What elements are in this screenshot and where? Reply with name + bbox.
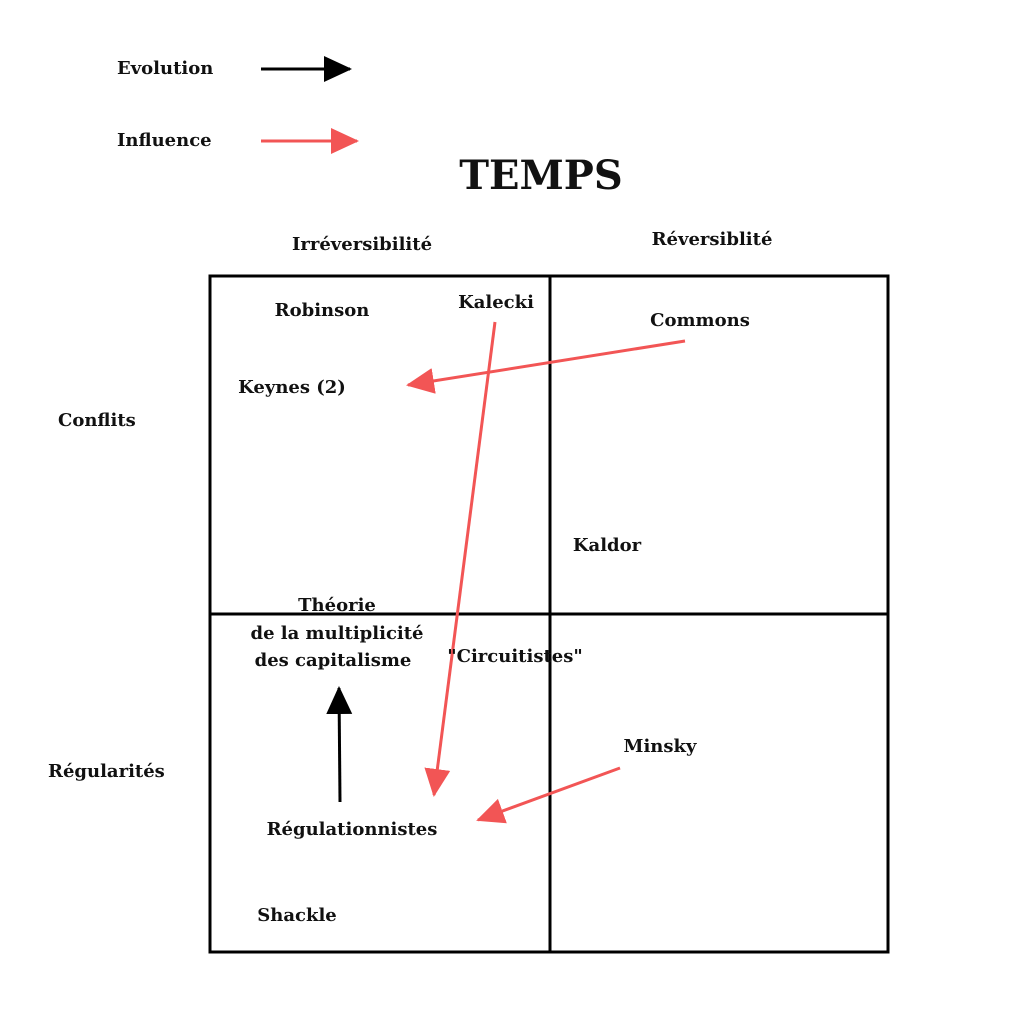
node-kaldor: Kaldor [572,535,642,556]
row-header-regularites: Régularités [48,761,165,782]
legend-influence-label: Influence [117,130,212,151]
node-circuitistes: "Circuitistes" [447,646,583,667]
column-header-irreversibilite: Irréversibilité [291,234,433,255]
arrow-regulationnistes-theorie [326,686,353,803]
node-minsky: Minsky [623,736,697,757]
arrow-minsky-regulationnistes [476,766,621,824]
node-theorie-line2: de la multiplicité [250,623,424,644]
row-header-conflits: Conflits [58,410,136,431]
node-keynes: Keynes (2) [238,377,346,398]
node-regulationnistes: Régulationnistes [266,819,438,840]
diagram-title: TEMPS [459,152,623,199]
node-commons: Commons [650,310,750,331]
column-header-reversibilite: Réversiblité [651,229,773,250]
arrow-kalecki-regulationnistes [424,321,497,797]
node-shackle: Shackle [257,905,337,926]
legend-evolution-label: Evolution [117,58,214,79]
arrow-commons-keynes [406,339,686,394]
node-robinson: Robinson [274,300,370,321]
node-kalecki: Kalecki [458,292,534,313]
node-theorie-line1: Théorie [298,595,376,616]
node-theorie-line3: des capitalisme [254,650,412,671]
